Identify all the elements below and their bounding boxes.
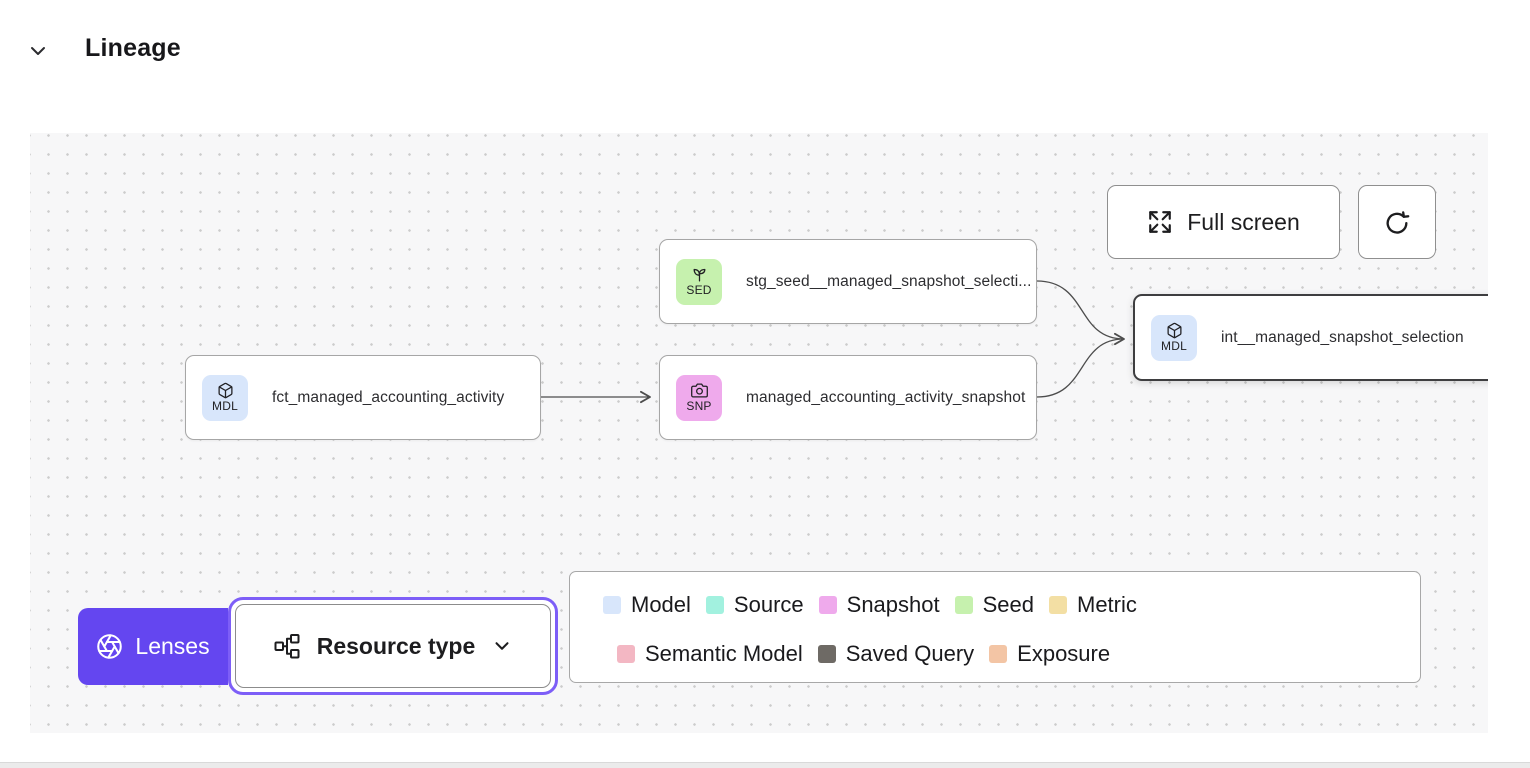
legend-item-source: Source (705, 592, 804, 618)
full-screen-button[interactable]: Full screen (1107, 185, 1340, 259)
lenses-button[interactable]: Lenses (78, 608, 228, 685)
node-managed-accounting-activity-snapshot[interactable]: SNP managed_accounting_activity_snapshot (659, 355, 1037, 440)
seedling-icon (693, 268, 705, 282)
legend-item-semantic-model: Semantic Model (617, 641, 803, 667)
chevron-down-icon (491, 635, 513, 657)
legend-item-seed: Seed (954, 592, 1034, 618)
legend-row-2: Semantic Model Saved Query Exposure (617, 632, 1420, 676)
legend-label: Seed (982, 592, 1034, 617)
node-fct-managed-accounting-activity[interactable]: MDL fct_managed_accounting_activity (185, 355, 541, 440)
edge-snapshot-to-int (1036, 338, 1125, 398)
lineage-canvas[interactable]: Full screen SED stg_seed__managed_snapsh… (30, 133, 1488, 733)
resource-type-selected-ring: Resource type (228, 597, 558, 695)
node-type-code: MDL (212, 399, 238, 413)
lenses-label: Lenses (135, 633, 210, 659)
legend-label: Exposure (1017, 641, 1111, 666)
legend-swatch (603, 596, 621, 614)
node-type-code: MDL (1161, 339, 1187, 353)
legend-swatch (817, 645, 836, 663)
legend-swatch (705, 596, 724, 614)
legend-swatch (818, 596, 837, 614)
page-title: Lineage (85, 34, 181, 62)
node-type-code: SED (686, 283, 712, 297)
node-label: managed_accounting_activity_snapshot (746, 388, 1026, 406)
legend-item-exposure: Exposure (989, 641, 1110, 667)
resource-hierarchy-icon (273, 632, 301, 660)
cube-icon (1166, 322, 1182, 339)
legend-panel: Model Source Snapshot Seed Metric S (569, 571, 1421, 683)
node-label: fct_managed_accounting_activity (272, 388, 505, 406)
legend-label: Semantic Model (645, 641, 803, 666)
node-int-managed-snapshot-selection[interactable]: MDL int__managed_snapshot_selection (1133, 294, 1488, 381)
resource-type-dropdown[interactable]: Resource type (235, 604, 551, 688)
legend-item-model: Model (603, 592, 691, 618)
model-badge: MDL (202, 374, 248, 421)
edge-seed-to-int (1036, 280, 1125, 346)
refresh-icon (1383, 208, 1411, 236)
legend-row-1: Model Source Snapshot Seed Metric (603, 583, 1420, 627)
section-divider (0, 762, 1530, 768)
legend-swatch (617, 645, 635, 663)
node-type-code: SNP (686, 399, 712, 413)
legend-label: Metric (1077, 592, 1137, 617)
cube-icon (217, 382, 233, 399)
legend-label: Snapshot (846, 592, 940, 617)
node-label: stg_seed__managed_snapshot_selecti... (746, 272, 1032, 290)
full-screen-icon (1147, 209, 1173, 235)
legend-label: Saved Query (845, 641, 975, 666)
legend-swatch (1049, 596, 1067, 614)
node-stg-seed-managed-snapshot-selection[interactable]: SED stg_seed__managed_snapshot_selecti..… (659, 239, 1037, 324)
legend-item-metric: Metric (1049, 592, 1137, 618)
full-screen-label: Full screen (1187, 208, 1300, 235)
resource-type-label: Resource type (316, 632, 476, 659)
snapshot-badge: SNP (676, 374, 722, 421)
seed-badge: SED (676, 258, 722, 305)
legend-item-snapshot: Snapshot (818, 592, 940, 618)
legend-label: Source (733, 592, 804, 617)
legend-item-saved-query: Saved Query (817, 641, 975, 667)
camera-icon (690, 383, 708, 398)
aperture-icon (96, 633, 123, 660)
refresh-button[interactable] (1358, 185, 1436, 259)
legend-swatch (954, 596, 973, 614)
lineage-collapse-chevron-icon[interactable] (26, 39, 50, 63)
legend-swatch (989, 645, 1008, 663)
legend-label: Model (631, 592, 691, 617)
node-label: int__managed_snapshot_selection (1221, 328, 1464, 346)
model-badge: MDL (1151, 314, 1197, 361)
